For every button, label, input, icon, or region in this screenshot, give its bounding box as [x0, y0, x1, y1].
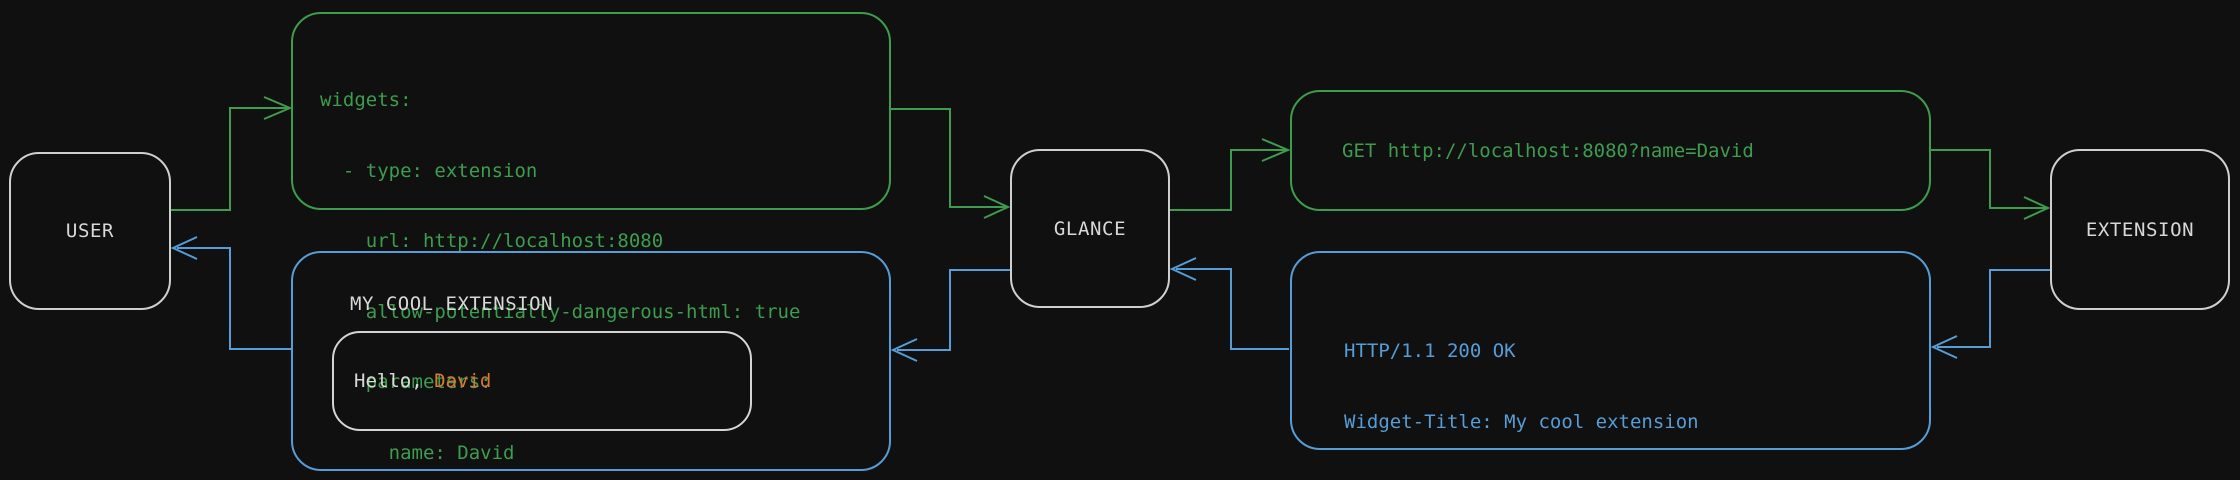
- greeting-name: David: [434, 370, 492, 392]
- connector-request-to-extension: [1931, 149, 2051, 220]
- node-glance: GLANCE: [1010, 149, 1170, 308]
- config-line: allow-potentially-dangerous-html: true: [320, 300, 801, 323]
- response-line: Widget-Title: My cool extension: [1344, 410, 1699, 433]
- node-extension: EXTENSION: [2050, 149, 2230, 310]
- connector-config-to-glance: [891, 108, 1011, 219]
- connector-extension-to-response: [1930, 269, 2050, 359]
- response-box: HTTP/1.1 200 OK Widget-Title: My cool ex…: [1290, 251, 1931, 450]
- node-glance-label: GLANCE: [1053, 217, 1127, 240]
- config-line: url: http://localhost:8080: [320, 230, 664, 252]
- connector-user-to-config: [171, 96, 293, 211]
- config-line: widgets:: [320, 89, 412, 111]
- request-box: GET http://localhost:8080?name=David: [1290, 90, 1931, 211]
- config-line: - type: extension: [320, 159, 538, 182]
- connector-response-to-glance: [1169, 257, 1289, 350]
- response-line: HTTP/1.1 200 OK: [1344, 340, 1516, 362]
- node-user: USER: [9, 152, 171, 310]
- greeting-text: Hello, David: [354, 370, 491, 392]
- connector-glance-to-widget: [890, 269, 1010, 362]
- greeting-card: Hello, David: [332, 331, 752, 431]
- config-line: name: David: [320, 441, 515, 464]
- request-line: GET http://localhost:8080?name=David: [1342, 139, 1754, 162]
- connector-glance-to-request: [1170, 138, 1291, 211]
- config-code: widgets: - type: extension url: http://l…: [320, 42, 800, 480]
- greeting-prefix: Hello,: [354, 370, 435, 392]
- response-code: HTTP/1.1 200 OK Widget-Title: My cool ex…: [1344, 293, 1882, 480]
- config-line: parameters:: [320, 371, 492, 393]
- node-user-label: USER: [65, 220, 115, 242]
- widget-box: MY COOL EXTENSION Hello, David: [291, 251, 891, 471]
- widget-title: MY COOL EXTENSION: [350, 293, 553, 315]
- config-box: widgets: - type: extension url: http://l…: [291, 12, 891, 464]
- node-extension-label: EXTENSION: [2085, 218, 2195, 241]
- connector-widget-to-user: [170, 236, 291, 350]
